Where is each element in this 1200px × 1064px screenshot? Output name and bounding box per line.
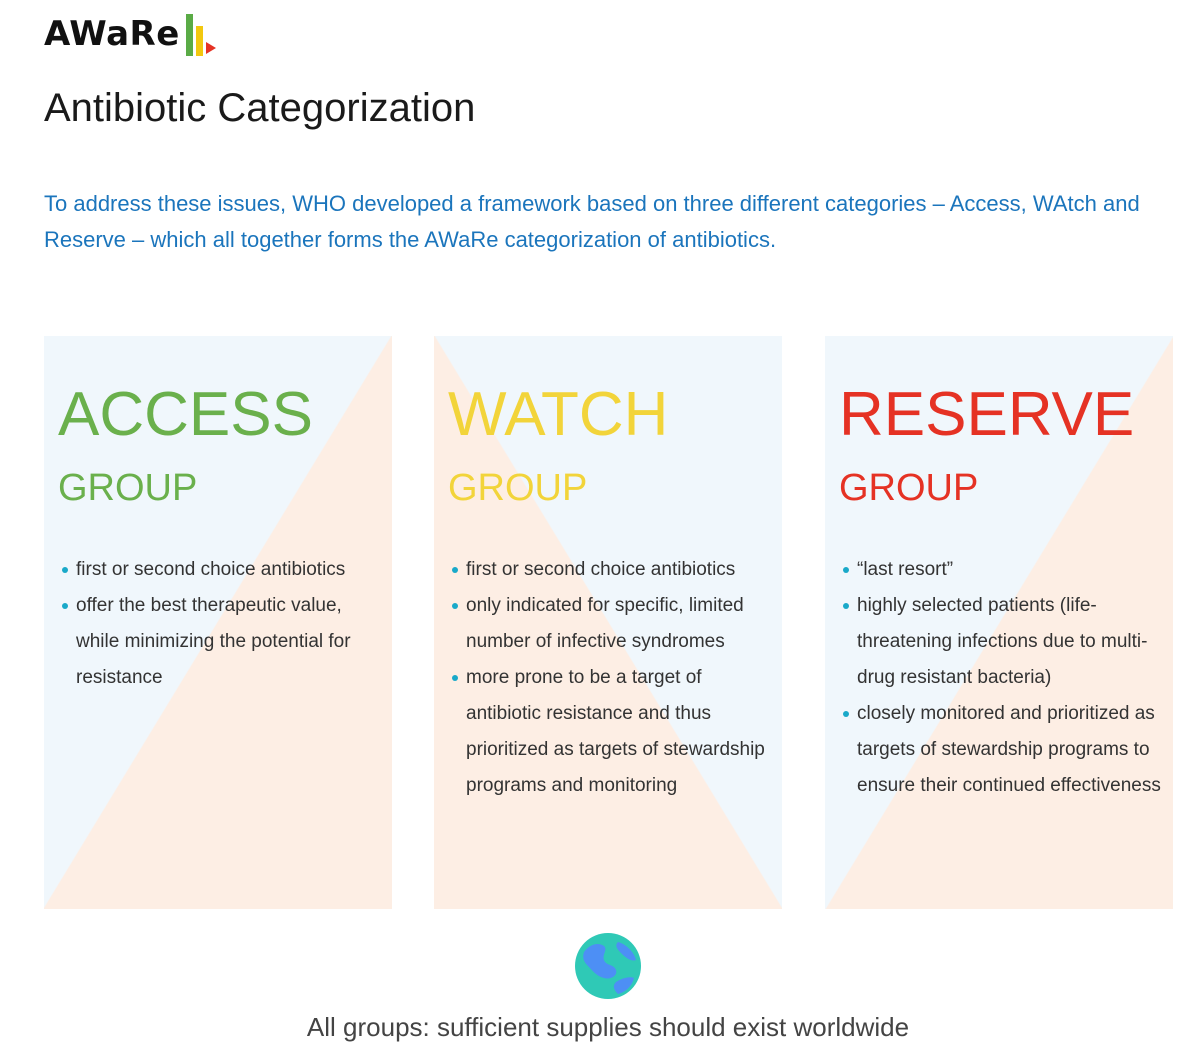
list-item: “last resort” <box>843 552 1163 588</box>
list-item: only indicated for specific, limited num… <box>452 588 772 660</box>
aware-logo: AWaRe <box>44 12 236 62</box>
bullet-list: first or second choice antibiotics only … <box>452 552 772 804</box>
list-item: more prone to be a target of antibiotic … <box>452 660 772 804</box>
bullet-icon <box>843 567 849 573</box>
list-item: first or second choice antibiotics <box>62 552 382 588</box>
bullet-icon <box>62 567 68 573</box>
bullet-icon <box>843 603 849 609</box>
card-title: ACCESS <box>58 380 313 449</box>
list-item: highly selected patients (life-threateni… <box>843 588 1163 696</box>
card-subtitle: GROUP <box>448 467 588 509</box>
access-group-card: ACCESS GROUP first or second choice anti… <box>44 336 392 909</box>
bullet-icon <box>452 675 458 681</box>
page-title: Antibiotic Categorization <box>44 86 476 130</box>
list-item: first or second choice antibiotics <box>452 552 772 588</box>
list-item: offer the best therapeutic value, while … <box>62 588 382 696</box>
bullet-list: “last resort” highly selected patients (… <box>843 552 1163 804</box>
bullet-icon <box>843 711 849 717</box>
card-title: RESERVE <box>839 380 1135 449</box>
aware-bars-icon <box>185 12 236 62</box>
card-subtitle: GROUP <box>839 467 979 509</box>
bullet-list: first or second choice antibiotics offer… <box>62 552 382 696</box>
bullet-icon <box>62 603 68 609</box>
globe-icon <box>575 933 641 999</box>
intro-paragraph: To address these issues, WHO developed a… <box>44 191 1140 252</box>
watch-group-card: WATCH GROUP first or second choice antib… <box>434 336 782 909</box>
card-title: WATCH <box>448 380 669 449</box>
list-item: closely monitored and prioritized as tar… <box>843 696 1163 804</box>
bullet-icon <box>452 567 458 573</box>
footer-caption: All groups: sufficient supplies should e… <box>306 1012 910 1042</box>
card-subtitle: GROUP <box>58 467 198 509</box>
bullet-icon <box>452 603 458 609</box>
logo-text: AWaRe <box>44 14 180 54</box>
reserve-group-card: RESERVE GROUP “last resort” highly selec… <box>825 336 1173 909</box>
